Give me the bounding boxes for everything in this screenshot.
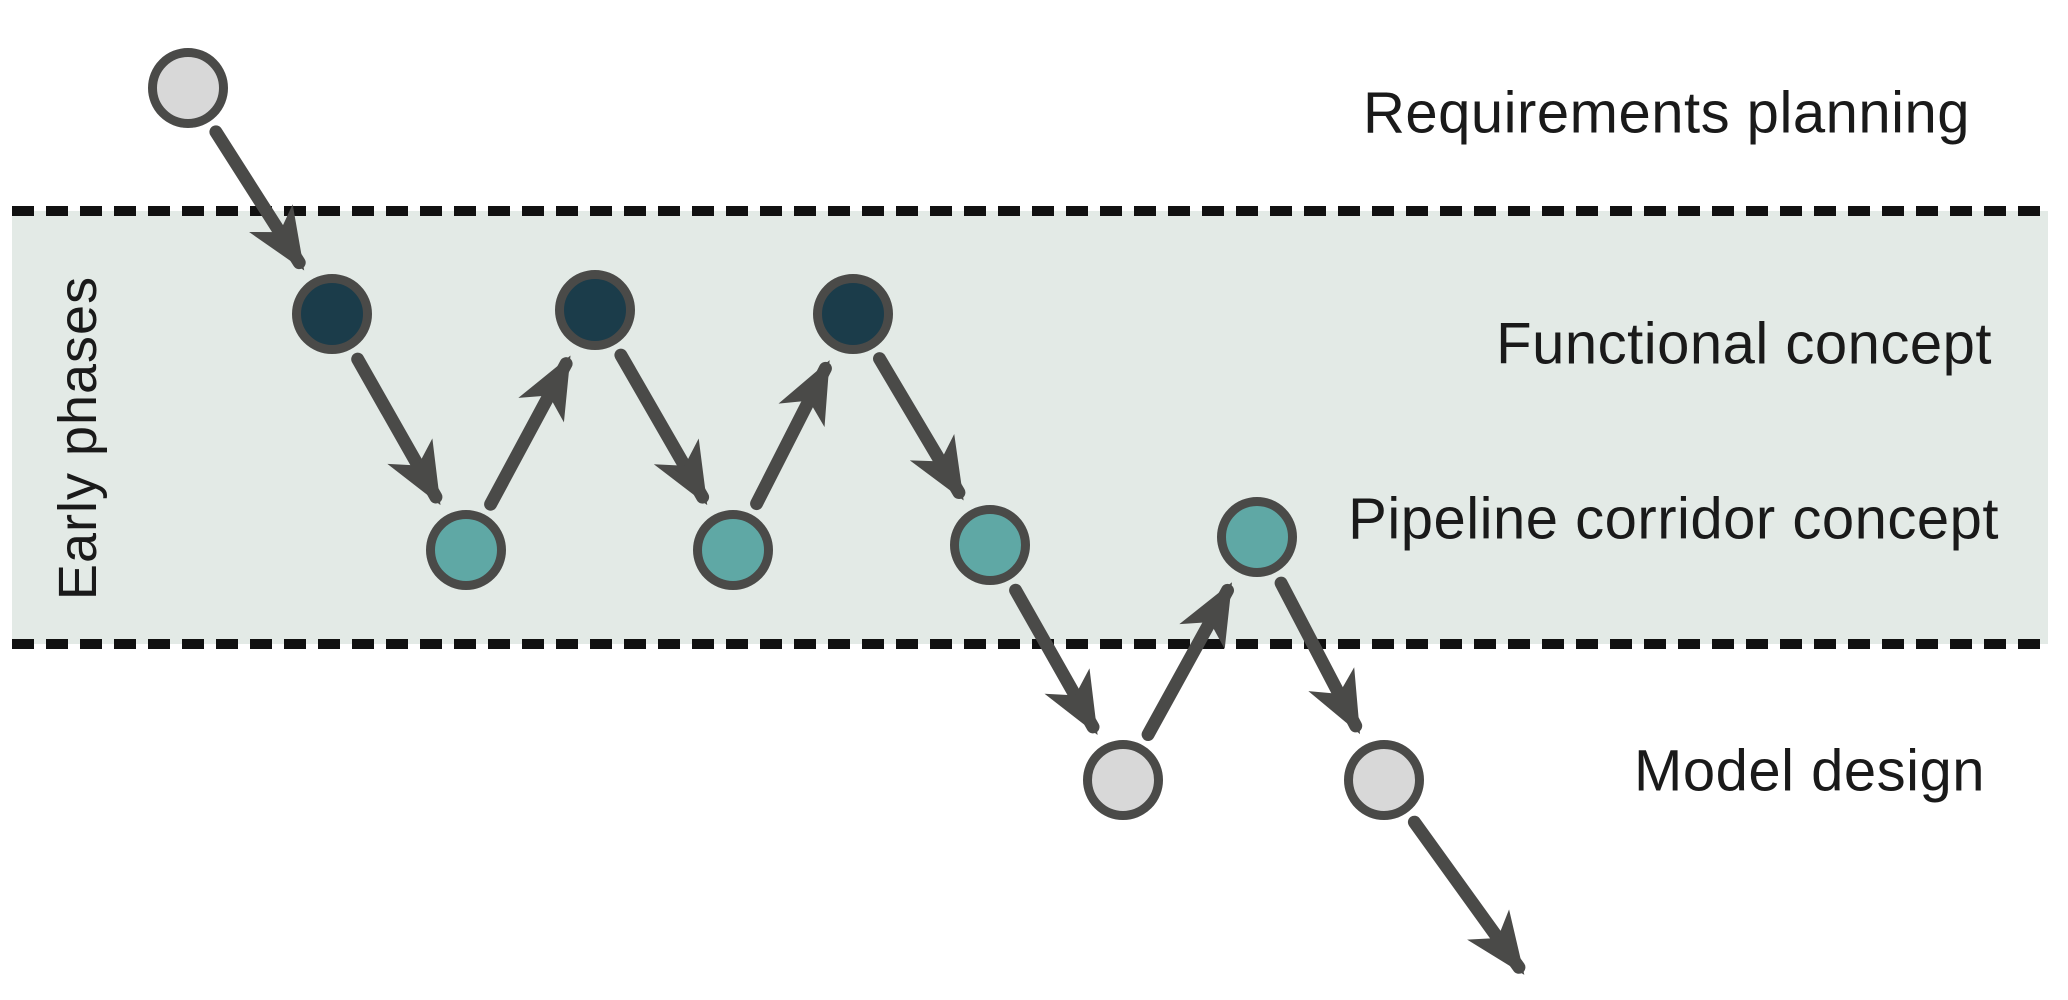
node-pipeline bbox=[950, 505, 1030, 585]
flow-arrow bbox=[351, 352, 443, 506]
node-pipeline bbox=[693, 510, 773, 590]
flow-arrow bbox=[614, 348, 710, 506]
flow-arrows bbox=[209, 125, 1526, 975]
phase-label-0: Requirements planning bbox=[1363, 80, 1970, 145]
node-model bbox=[1344, 740, 1424, 820]
flow-arrow bbox=[873, 352, 966, 501]
flow-arrow bbox=[209, 125, 306, 271]
flow-arrow bbox=[484, 355, 573, 511]
early-phases-band bbox=[12, 211, 2048, 644]
flow-arrow bbox=[1009, 583, 1100, 735]
phase-label-3: Model design bbox=[1634, 738, 1985, 803]
flow-arrow bbox=[1274, 576, 1363, 735]
phase-label-2: Pipeline corridor concept bbox=[1348, 486, 1999, 551]
node-functional bbox=[292, 274, 372, 354]
flow-arrow bbox=[1407, 815, 1526, 975]
phase-label-1: Functional concept bbox=[1496, 311, 1992, 376]
early-phases-label: Early phases bbox=[48, 276, 108, 600]
flow-arrow bbox=[1141, 582, 1234, 741]
node-pipeline bbox=[426, 510, 506, 590]
node-requirements bbox=[148, 48, 228, 128]
node-functional bbox=[813, 274, 893, 354]
node-pipeline bbox=[1217, 497, 1297, 577]
node-model bbox=[1083, 740, 1163, 820]
flow-arrow bbox=[750, 360, 832, 511]
node-functional bbox=[555, 270, 635, 350]
flow-nodes bbox=[148, 48, 1424, 820]
